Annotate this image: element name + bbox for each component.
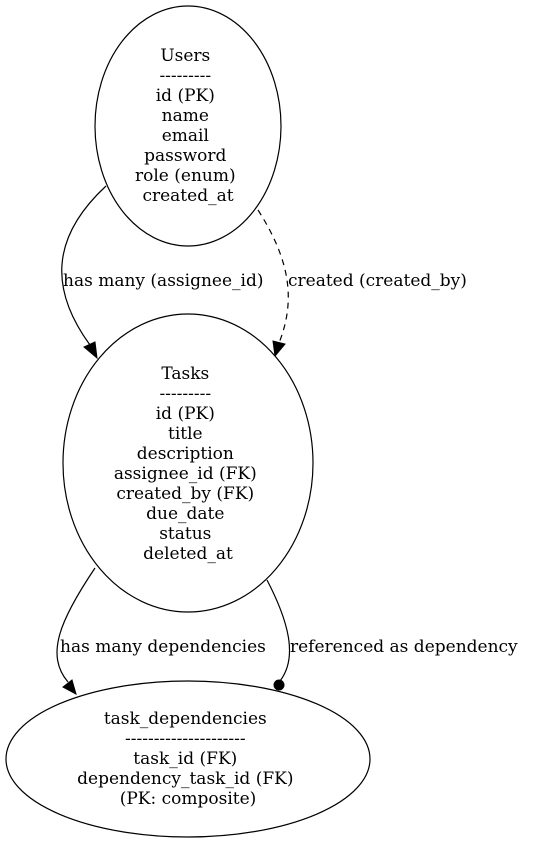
node-ellipse xyxy=(5,680,371,838)
edge-line xyxy=(257,209,289,344)
node-title: task_dependencies --------------------- … xyxy=(77,709,299,809)
edge-line xyxy=(266,579,291,682)
field-row: created_at xyxy=(142,186,233,206)
field-row: role (enum) xyxy=(135,166,236,186)
node-title: Users --------- id (PK) name email passw… xyxy=(135,46,241,206)
field-row: description xyxy=(137,444,234,464)
field-row: due_date xyxy=(146,504,224,524)
field-row: deleted_at xyxy=(143,544,233,564)
edge-line xyxy=(56,567,96,683)
edge-line xyxy=(61,185,107,346)
field-row: assignee_id (FK) xyxy=(114,464,257,484)
node-title-text: Users xyxy=(160,46,210,66)
node-title-text: Tasks xyxy=(161,364,209,384)
node-users: Users --------- id (PK) name email passw… xyxy=(94,5,282,247)
edge-tasks-deps-referenced: referenced as dependency xyxy=(266,579,518,691)
edge-label-created: created (created_by) xyxy=(288,271,467,291)
field-row: task_id (FK) xyxy=(133,749,237,769)
arrowhead-icon xyxy=(272,340,286,358)
node-title: Tasks --------- id (PK) title descriptio… xyxy=(114,364,262,564)
field-row: title xyxy=(168,424,203,444)
arrowhead-icon xyxy=(62,679,77,696)
field-row: id (PK) xyxy=(156,86,215,106)
edge-label-assignee: has many (assignee_id) xyxy=(63,271,263,291)
edge-label-referenced: referenced as dependency xyxy=(290,637,518,657)
field-row: password xyxy=(144,146,226,166)
field-row: id (PK) xyxy=(156,404,215,424)
arrowhead-icon xyxy=(83,341,98,360)
field-row: email xyxy=(162,126,209,146)
dot-icon xyxy=(273,679,285,691)
field-row: status xyxy=(159,524,211,544)
node-title-text: task_dependencies xyxy=(104,709,267,729)
field-row: (PK: composite) xyxy=(120,789,257,809)
edge-users-tasks-assignee: has many (assignee_id) xyxy=(61,185,263,360)
field-row: name xyxy=(162,106,209,126)
node-ellipse xyxy=(62,313,314,613)
node-task-dependencies: task_dependencies --------------------- … xyxy=(5,680,371,838)
node-ellipse xyxy=(94,5,282,247)
node-separator: --------- xyxy=(159,66,211,86)
node-tasks: Tasks --------- id (PK) title descriptio… xyxy=(62,313,314,613)
node-separator: --------------------- xyxy=(125,729,246,749)
edge-tasks-deps-has-many: has many dependencies xyxy=(56,567,266,696)
edge-label-has-many-deps: has many dependencies xyxy=(60,637,266,657)
field-row: created_by (FK) xyxy=(116,484,254,504)
edge-users-tasks-created: created (created_by) xyxy=(257,209,467,358)
field-row: dependency_task_id (FK) xyxy=(77,769,293,789)
node-separator: --------- xyxy=(159,384,211,404)
